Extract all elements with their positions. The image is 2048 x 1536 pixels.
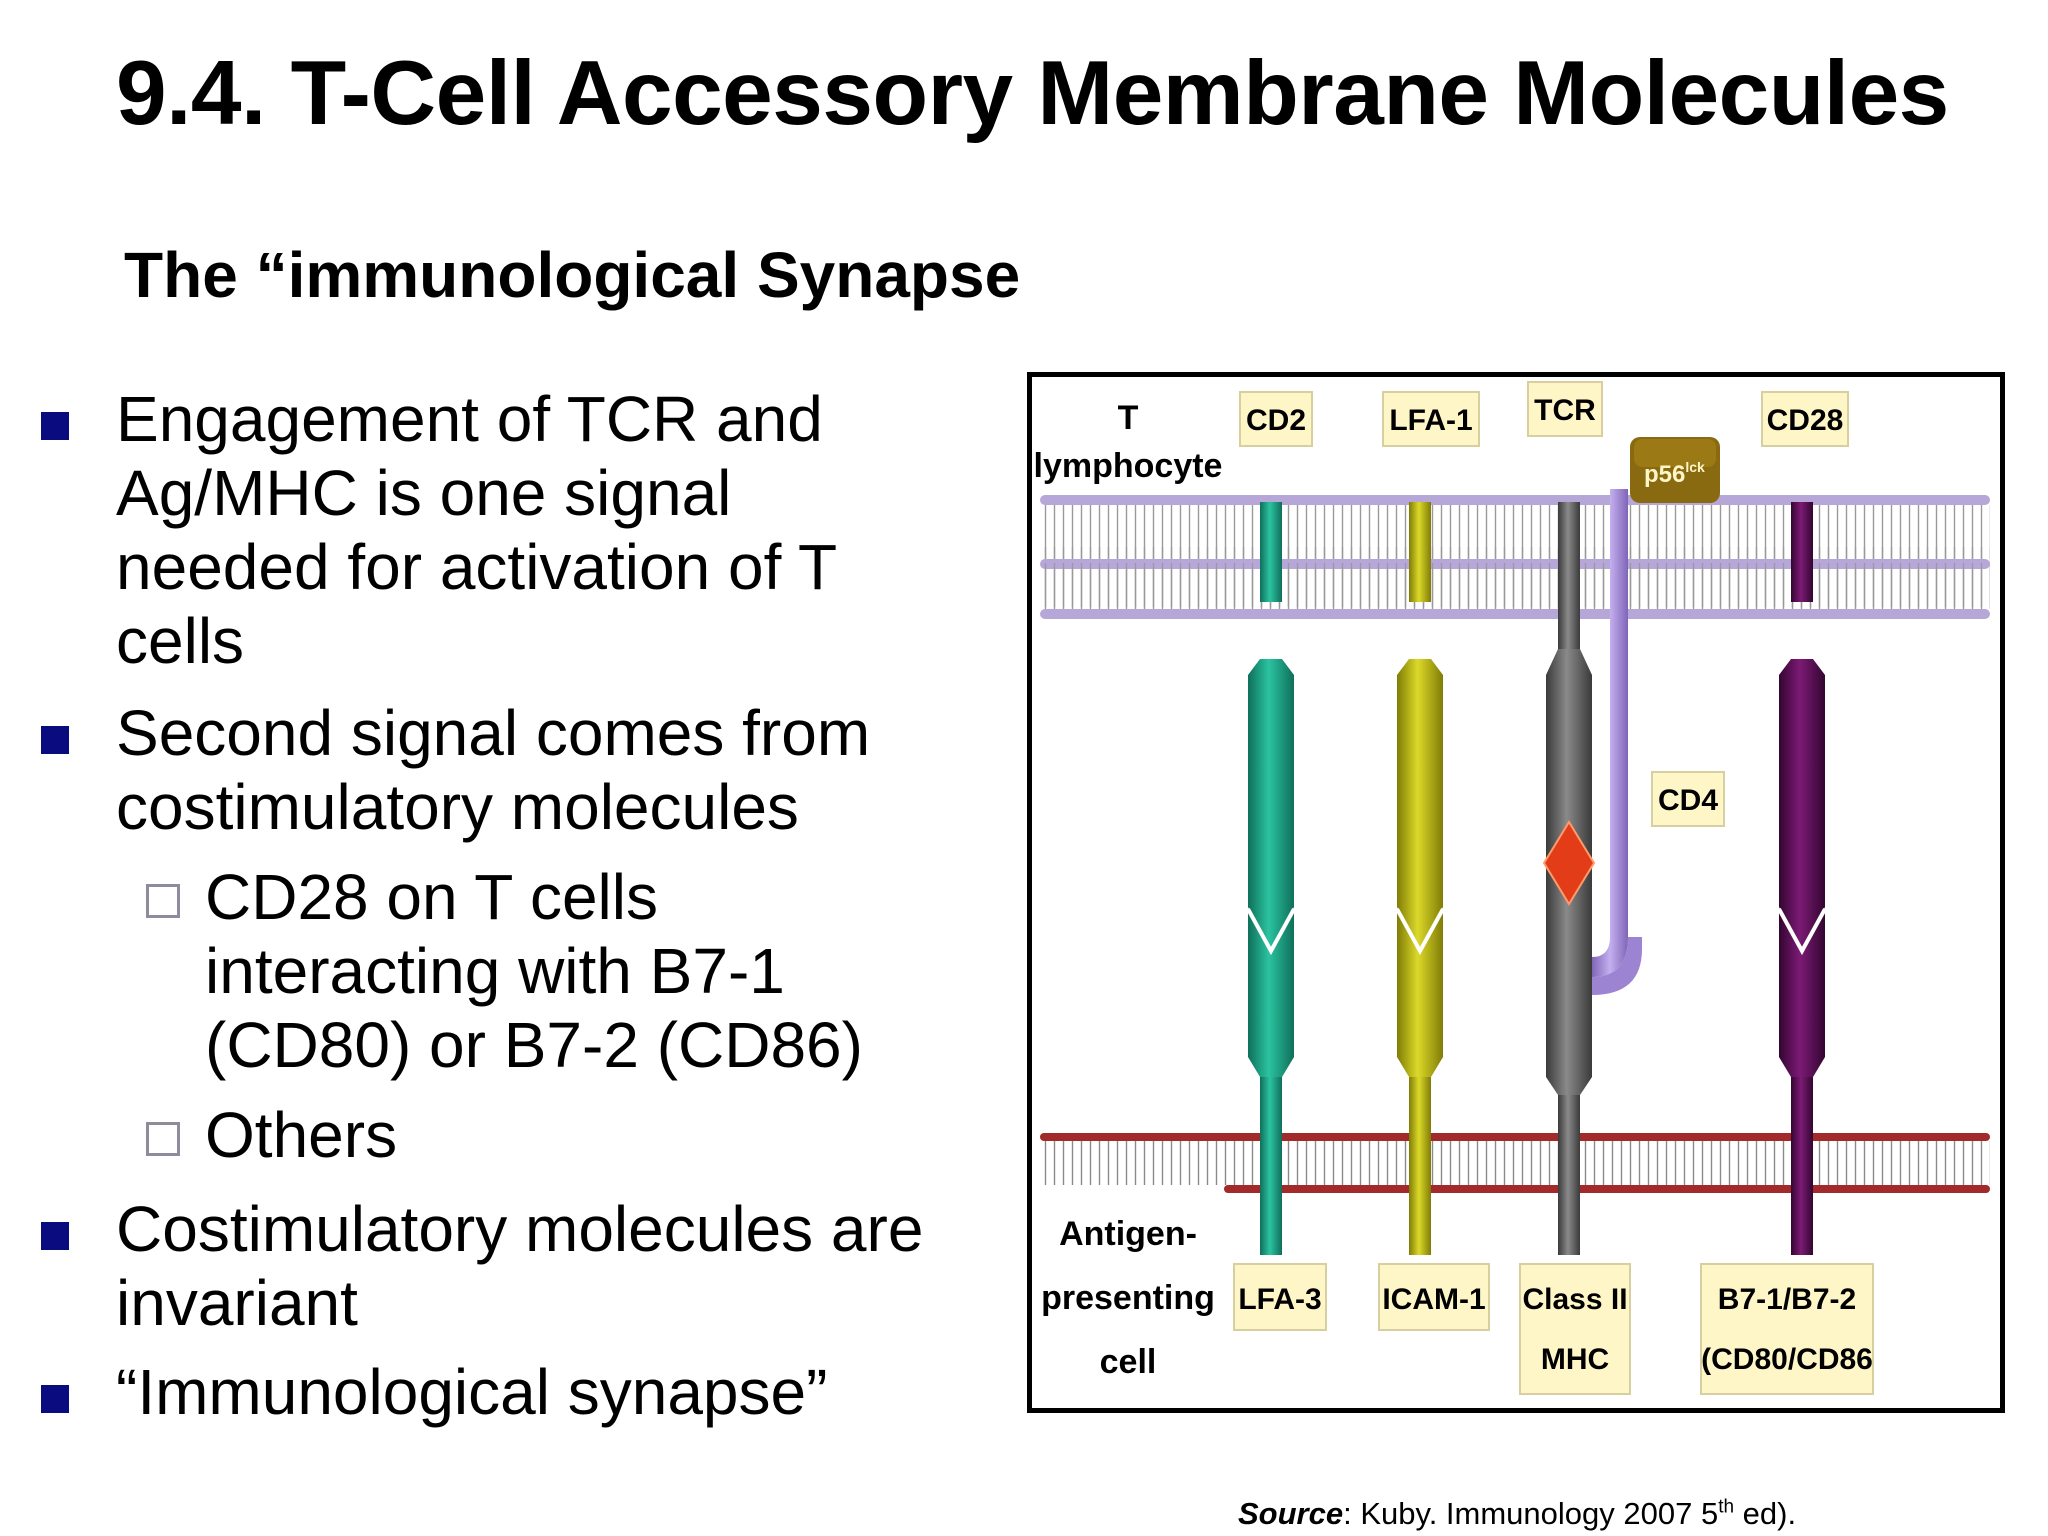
cd2-lfa3-pair (1246, 502, 1296, 1255)
icam1-label: ICAM-1 (1382, 1283, 1485, 1316)
bullet-line: CD28 on T cells (205, 861, 658, 933)
bullet-line: Ag/MHC is one signal (116, 457, 732, 529)
bullet-line: (CD80) or B7-2 (CD86) (205, 1009, 863, 1081)
tcr-label: TCR (1534, 394, 1596, 427)
bullet-square-icon (41, 1222, 69, 1250)
t-lymphocyte-label: T lymphocyte (1034, 399, 1223, 485)
bullet-line: Second signal comes from (116, 697, 871, 769)
bullet-square-icon (41, 1385, 69, 1413)
svg-text:T: T (1118, 399, 1139, 437)
source-citation: Source: Kuby. Immunology 2007 5th ed). (1238, 1496, 1796, 1532)
bullet-line: invariant (116, 1267, 358, 1339)
svg-text:Antigen-: Antigen- (1059, 1215, 1197, 1253)
bullet-line: needed for activation of T (116, 531, 838, 603)
b7-label: B7-1/B7-2 (1718, 1283, 1856, 1316)
source-superscript: th (1718, 1496, 1735, 1518)
bullet-square-icon (41, 726, 69, 754)
mhc-label: MHC (1541, 1343, 1609, 1376)
tcr-mhc-pair (1542, 502, 1596, 1255)
p56-label: p56lck (1644, 459, 1705, 488)
subbullet-text: CD28 on T cells interacting with B7-1 (C… (205, 860, 965, 1082)
svg-text:presenting: presenting (1041, 1279, 1215, 1317)
lfa1-label: LFA-1 (1389, 404, 1472, 437)
bullet-line: interacting with B7-1 (205, 935, 785, 1007)
cd80-cd86-label: (CD80/CD86 (1701, 1343, 1873, 1376)
hollow-square-icon (146, 884, 180, 918)
slide-title: 9.4. T-Cell Accessory Membrane Molecules (116, 43, 1949, 144)
cd28-b7-pair (1777, 502, 1827, 1255)
cd4-label: CD4 (1658, 784, 1718, 817)
cd28-label: CD28 (1767, 404, 1844, 437)
apc-membrane (1040, 1133, 1990, 1193)
bullet-text: Second signal comes from costimulatory m… (116, 696, 1016, 844)
t-cell-membrane (1040, 495, 1990, 619)
subbullet-text: Others (205, 1098, 965, 1172)
bullet-text: Costimulatory molecules are invariant (116, 1192, 1016, 1340)
bullet-line: Costimulatory molecules are (116, 1193, 924, 1265)
bullet-text: Engagement of TCR and Ag/MHC is one sign… (116, 382, 1016, 678)
svg-text:lymphocyte: lymphocyte (1034, 447, 1223, 485)
bullet-line: “Immunological synapse” (116, 1356, 828, 1428)
lfa3-label: LFA-3 (1238, 1283, 1321, 1316)
bullet-line: costimulatory molecules (116, 771, 799, 843)
synapse-diagram: CD2 LFA-1 TCR CD28 CD4 p56lck T lymphocy… (1027, 372, 2005, 1413)
bullet-line: Engagement of TCR and (116, 383, 823, 455)
slide-subtitle: The “immunological Synapse (124, 239, 1021, 311)
p56lck-kinase (1630, 437, 1720, 503)
bullet-square-icon (41, 412, 69, 440)
lfa1-icam1-pair (1395, 502, 1445, 1255)
source-label: Source (1238, 1496, 1344, 1531)
cd2-label: CD2 (1246, 404, 1306, 437)
svg-text:cell: cell (1100, 1343, 1157, 1381)
source-text: : Kuby. Immunology 2007 5 (1343, 1496, 1719, 1531)
bottom-labels: LFA-3 ICAM-1 Class II MHC B7-1/B7-2 (CD8… (1233, 1263, 1874, 1395)
top-labels: CD2 LFA-1 TCR CD28 CD4 p56lck (1239, 381, 1849, 827)
source-tail: ed). (1734, 1496, 1797, 1531)
bullet-line: cells (116, 605, 245, 677)
class-ii-label: Class II (1522, 1283, 1627, 1316)
apc-label: Antigen- presenting cell (1041, 1215, 1215, 1381)
bullet-text: “Immunological synapse” (116, 1355, 1016, 1429)
cd4-molecule (1592, 489, 1642, 995)
hollow-square-icon (146, 1122, 180, 1156)
bullet-line: Others (205, 1099, 398, 1171)
